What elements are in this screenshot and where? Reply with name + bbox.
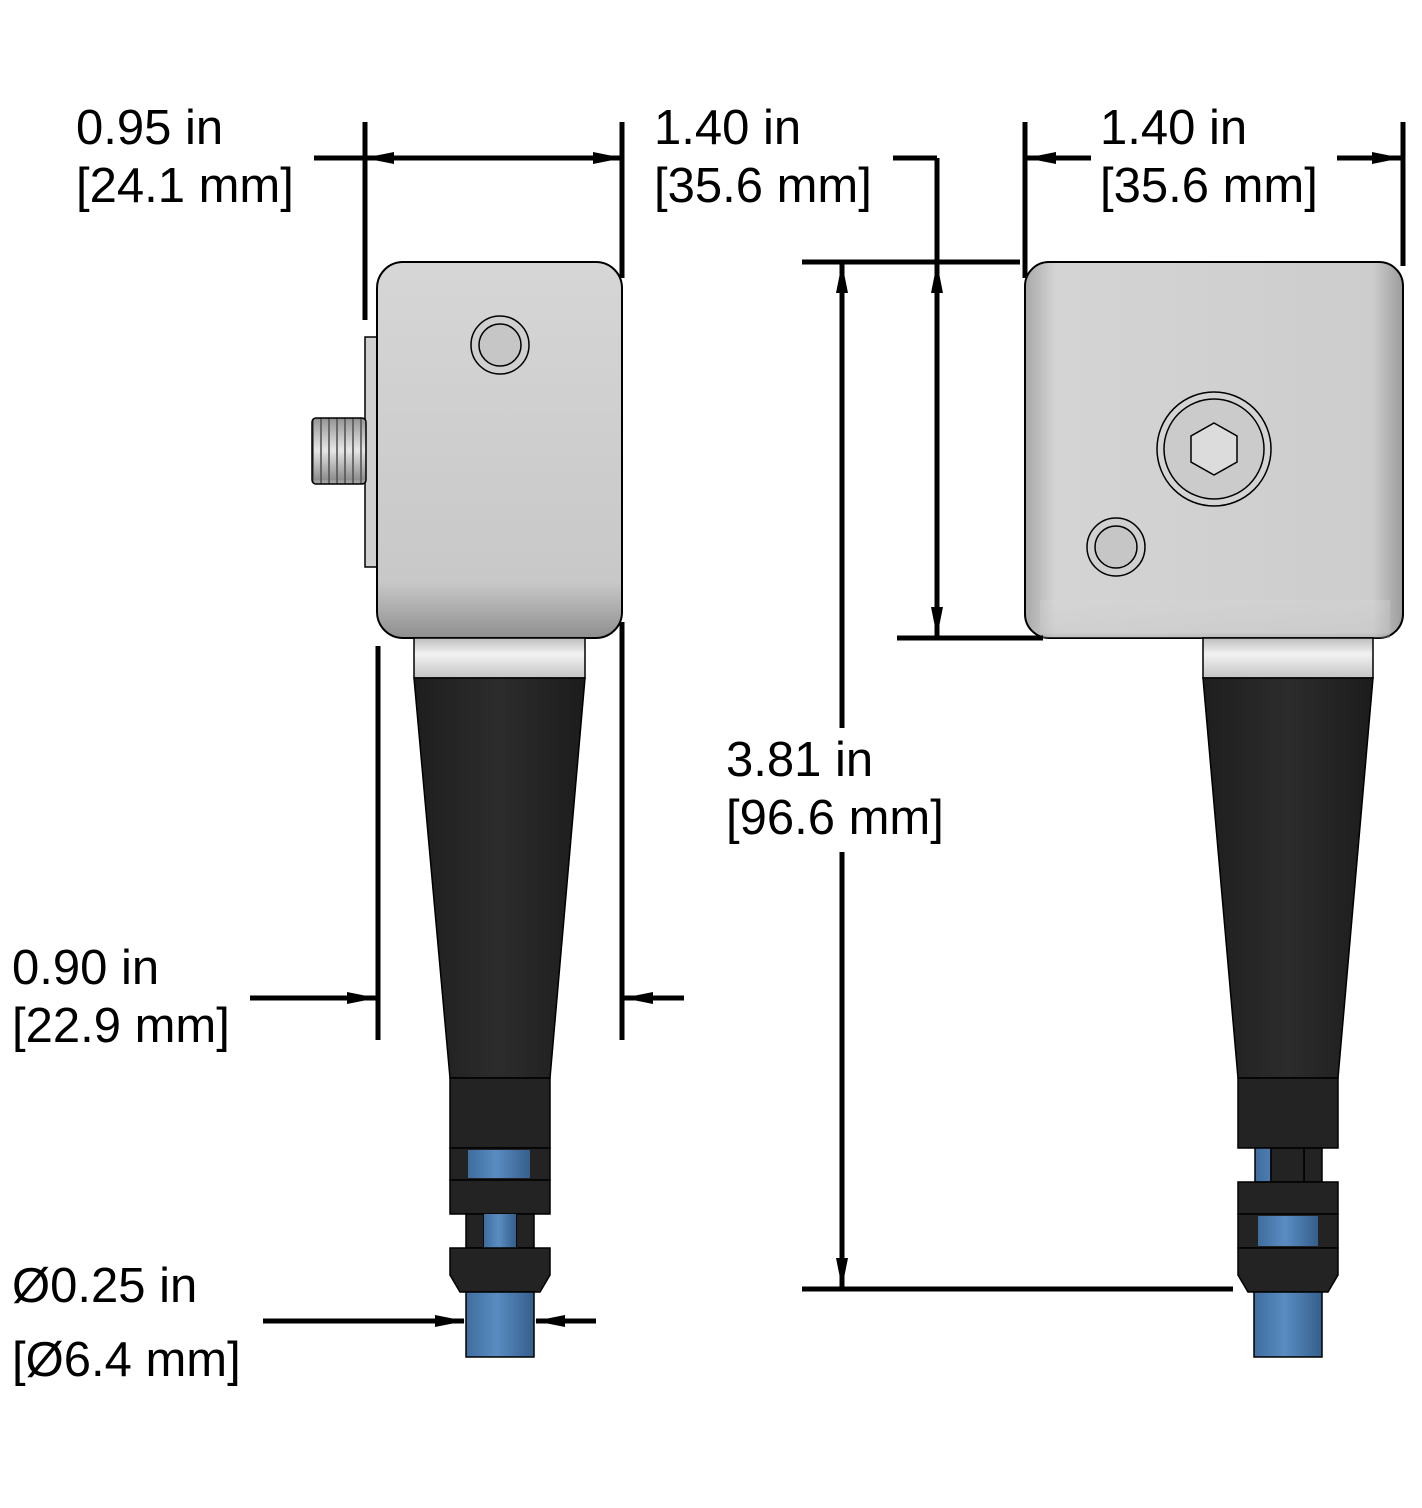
side-view bbox=[311, 261, 623, 1358]
front-relief-ring-1 bbox=[1237, 1181, 1339, 1215]
dim-overall-height bbox=[802, 263, 1233, 1292]
side-cable-segment-2 bbox=[484, 1214, 516, 1248]
dim-side-height bbox=[802, 155, 1043, 641]
dim-side-depth bbox=[314, 122, 625, 320]
side-boot bbox=[413, 677, 586, 1079]
overall-height-mm-label: [96.6 mm] bbox=[726, 791, 944, 845]
side-collar bbox=[413, 637, 586, 679]
side-boot-neck bbox=[449, 1077, 551, 1149]
dimension-lines bbox=[250, 122, 1406, 1327]
front-cable-segment-2 bbox=[1258, 1216, 1318, 1246]
side-depth-inch-label: 0.95 in bbox=[76, 101, 224, 155]
side-depth-mm-label: [24.1 mm] bbox=[76, 159, 294, 213]
boot-width-inch-label: 0.90 in bbox=[12, 941, 160, 995]
front-width-mm-label: [35.6 mm] bbox=[1100, 159, 1318, 213]
front-boot bbox=[1202, 677, 1374, 1079]
side-relief-post-right bbox=[515, 1213, 535, 1249]
side-relief-post-left bbox=[465, 1213, 485, 1249]
front-relief-ring-2 bbox=[1237, 1247, 1339, 1293]
front-collar bbox=[1202, 637, 1374, 679]
front-boot-neck bbox=[1237, 1077, 1339, 1149]
hex-bolt-icon bbox=[1156, 391, 1272, 507]
boot-width-mm-label: [22.9 mm] bbox=[12, 999, 230, 1053]
dim-front-width bbox=[1022, 122, 1406, 278]
overall-height-inch-label: 3.81 in bbox=[726, 733, 874, 787]
cable-diameter-inch-label: Ø0.25 in bbox=[12, 1259, 198, 1313]
dim-boot-width bbox=[250, 622, 684, 1040]
front-housing-shade bbox=[1040, 600, 1390, 638]
front-relief-post-center bbox=[1303, 1147, 1323, 1183]
cable-diameter-mm-label: [Ø6.4 mm] bbox=[12, 1333, 241, 1387]
front-screw-icon bbox=[1086, 517, 1146, 577]
side-height-inch-label: 1.40 in bbox=[654, 101, 802, 155]
front-relief-post-left-fill bbox=[1270, 1147, 1305, 1183]
side-relief-ring-2 bbox=[449, 1247, 551, 1293]
front-cable bbox=[1253, 1291, 1323, 1358]
side-screw-icon bbox=[470, 315, 530, 375]
side-relief-ring-1 bbox=[449, 1179, 551, 1215]
side-cable-segment bbox=[468, 1150, 530, 1178]
side-height-mm-label: [35.6 mm] bbox=[654, 159, 872, 213]
front-view bbox=[1024, 261, 1404, 1358]
side-cable bbox=[465, 1291, 535, 1358]
threaded-stud bbox=[311, 417, 367, 485]
front-width-inch-label: 1.40 in bbox=[1100, 101, 1248, 155]
